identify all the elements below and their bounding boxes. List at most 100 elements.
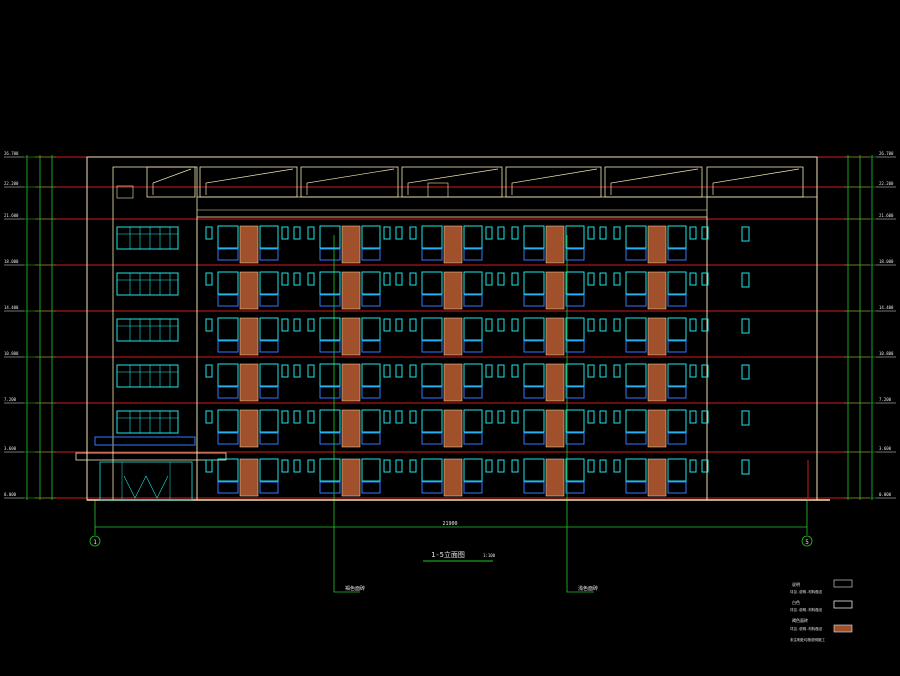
small-window bbox=[205, 318, 213, 332]
small-window bbox=[205, 410, 213, 424]
bay-window-left bbox=[625, 458, 647, 482]
elevation-label-left: 22.200 bbox=[4, 181, 19, 186]
bay-window-right bbox=[259, 317, 279, 341]
bay-panel-left bbox=[523, 432, 545, 445]
small-window bbox=[689, 318, 697, 332]
small-window bbox=[599, 226, 607, 240]
bay-panel-left bbox=[523, 386, 545, 399]
small-window bbox=[587, 226, 595, 240]
stair-window bbox=[116, 226, 179, 250]
bay-panel-right bbox=[463, 432, 483, 445]
bay-window-right bbox=[565, 363, 585, 387]
bay-window-left bbox=[421, 317, 443, 341]
bay-panel-left bbox=[217, 248, 239, 261]
stair-window bbox=[116, 364, 179, 388]
bay-window-right bbox=[667, 271, 687, 295]
stair-window bbox=[116, 272, 179, 296]
axis-label-right: 5 bbox=[805, 539, 809, 546]
axis-bubble-right bbox=[801, 535, 813, 547]
bay-window-left bbox=[625, 225, 647, 249]
bay-window-right bbox=[463, 458, 483, 482]
stair-window bbox=[116, 318, 179, 342]
small-window bbox=[307, 226, 315, 240]
small-window bbox=[599, 318, 607, 332]
small-window bbox=[395, 364, 403, 378]
elevation-label-right: 14.400 bbox=[879, 305, 894, 310]
bay-window-left bbox=[523, 271, 545, 295]
bay-panel-right bbox=[667, 386, 687, 399]
bay-panel-left bbox=[625, 248, 647, 261]
elevation-label-right: 18.000 bbox=[879, 259, 894, 264]
small-window bbox=[307, 364, 315, 378]
small-window bbox=[511, 410, 519, 424]
bay-window-right bbox=[259, 271, 279, 295]
bay-panel-right bbox=[259, 294, 279, 307]
bay-window-right bbox=[361, 271, 381, 295]
bay-window-right bbox=[565, 317, 585, 341]
elevation-label-right: 7.200 bbox=[879, 397, 892, 402]
small-window bbox=[383, 272, 391, 286]
annotations: 21900 1 5 1-5立面图 1:100 褐色面砖 浅色面砖 说明 详见-说… bbox=[4, 151, 896, 642]
bay-panel-right bbox=[259, 340, 279, 353]
bay-window-right bbox=[667, 409, 687, 433]
end-bay-window bbox=[741, 459, 750, 475]
bay-window-left bbox=[217, 458, 239, 482]
bay-window-left bbox=[217, 409, 239, 433]
bay-panel-right bbox=[361, 432, 381, 445]
brick-pilaster bbox=[443, 225, 463, 264]
small-window bbox=[587, 410, 595, 424]
bay-window-right bbox=[463, 271, 483, 295]
bay-panel-right bbox=[361, 248, 381, 261]
roof-panel bbox=[401, 166, 503, 198]
small-window bbox=[511, 226, 519, 240]
brick-pilaster bbox=[341, 225, 361, 264]
small-window bbox=[383, 364, 391, 378]
small-window bbox=[689, 272, 697, 286]
bay-window-right bbox=[361, 317, 381, 341]
brick-pilaster bbox=[443, 317, 463, 356]
small-window bbox=[485, 410, 493, 424]
small-window bbox=[281, 226, 289, 240]
bay-panel-right bbox=[667, 294, 687, 307]
small-window bbox=[587, 364, 595, 378]
bay-window-right bbox=[565, 409, 585, 433]
bay-window-right bbox=[565, 225, 585, 249]
small-window bbox=[485, 226, 493, 240]
callout-leader-right bbox=[566, 235, 594, 593]
bay-panel-right bbox=[259, 248, 279, 261]
bay-panel-left bbox=[625, 386, 647, 399]
entrance-door-swing bbox=[123, 475, 169, 499]
small-window bbox=[689, 410, 697, 424]
small-window bbox=[281, 410, 289, 424]
bay-window-right bbox=[259, 409, 279, 433]
brick-pilaster bbox=[443, 458, 463, 497]
roof-slope-line bbox=[205, 168, 294, 195]
small-window bbox=[599, 410, 607, 424]
small-window bbox=[689, 364, 697, 378]
bay-panel-left bbox=[319, 386, 341, 399]
brick-pilaster bbox=[239, 409, 259, 448]
brick-pilaster bbox=[239, 271, 259, 310]
elevation-label-right: 0.000 bbox=[879, 492, 892, 497]
roof-slope-line bbox=[306, 168, 395, 195]
small-window bbox=[701, 318, 709, 332]
bay-window-left bbox=[319, 409, 341, 433]
brick-pilaster bbox=[647, 363, 667, 402]
bay-panel-right bbox=[463, 481, 483, 494]
small-window bbox=[701, 410, 709, 424]
bay-window-right bbox=[463, 317, 483, 341]
bay-window-left bbox=[319, 317, 341, 341]
brick-pilaster bbox=[647, 409, 667, 448]
small-window bbox=[497, 410, 505, 424]
roof-panel bbox=[604, 166, 703, 198]
brick-pilaster bbox=[239, 225, 259, 264]
legend-row2-sub: 详见-说明-材料做法 bbox=[790, 607, 823, 612]
bay-window-right bbox=[667, 363, 687, 387]
bay-window-right bbox=[259, 458, 279, 482]
bay-panel-right bbox=[667, 340, 687, 353]
small-window bbox=[497, 272, 505, 286]
small-window bbox=[307, 318, 315, 332]
small-window bbox=[281, 272, 289, 286]
bay-panel-right bbox=[667, 432, 687, 445]
